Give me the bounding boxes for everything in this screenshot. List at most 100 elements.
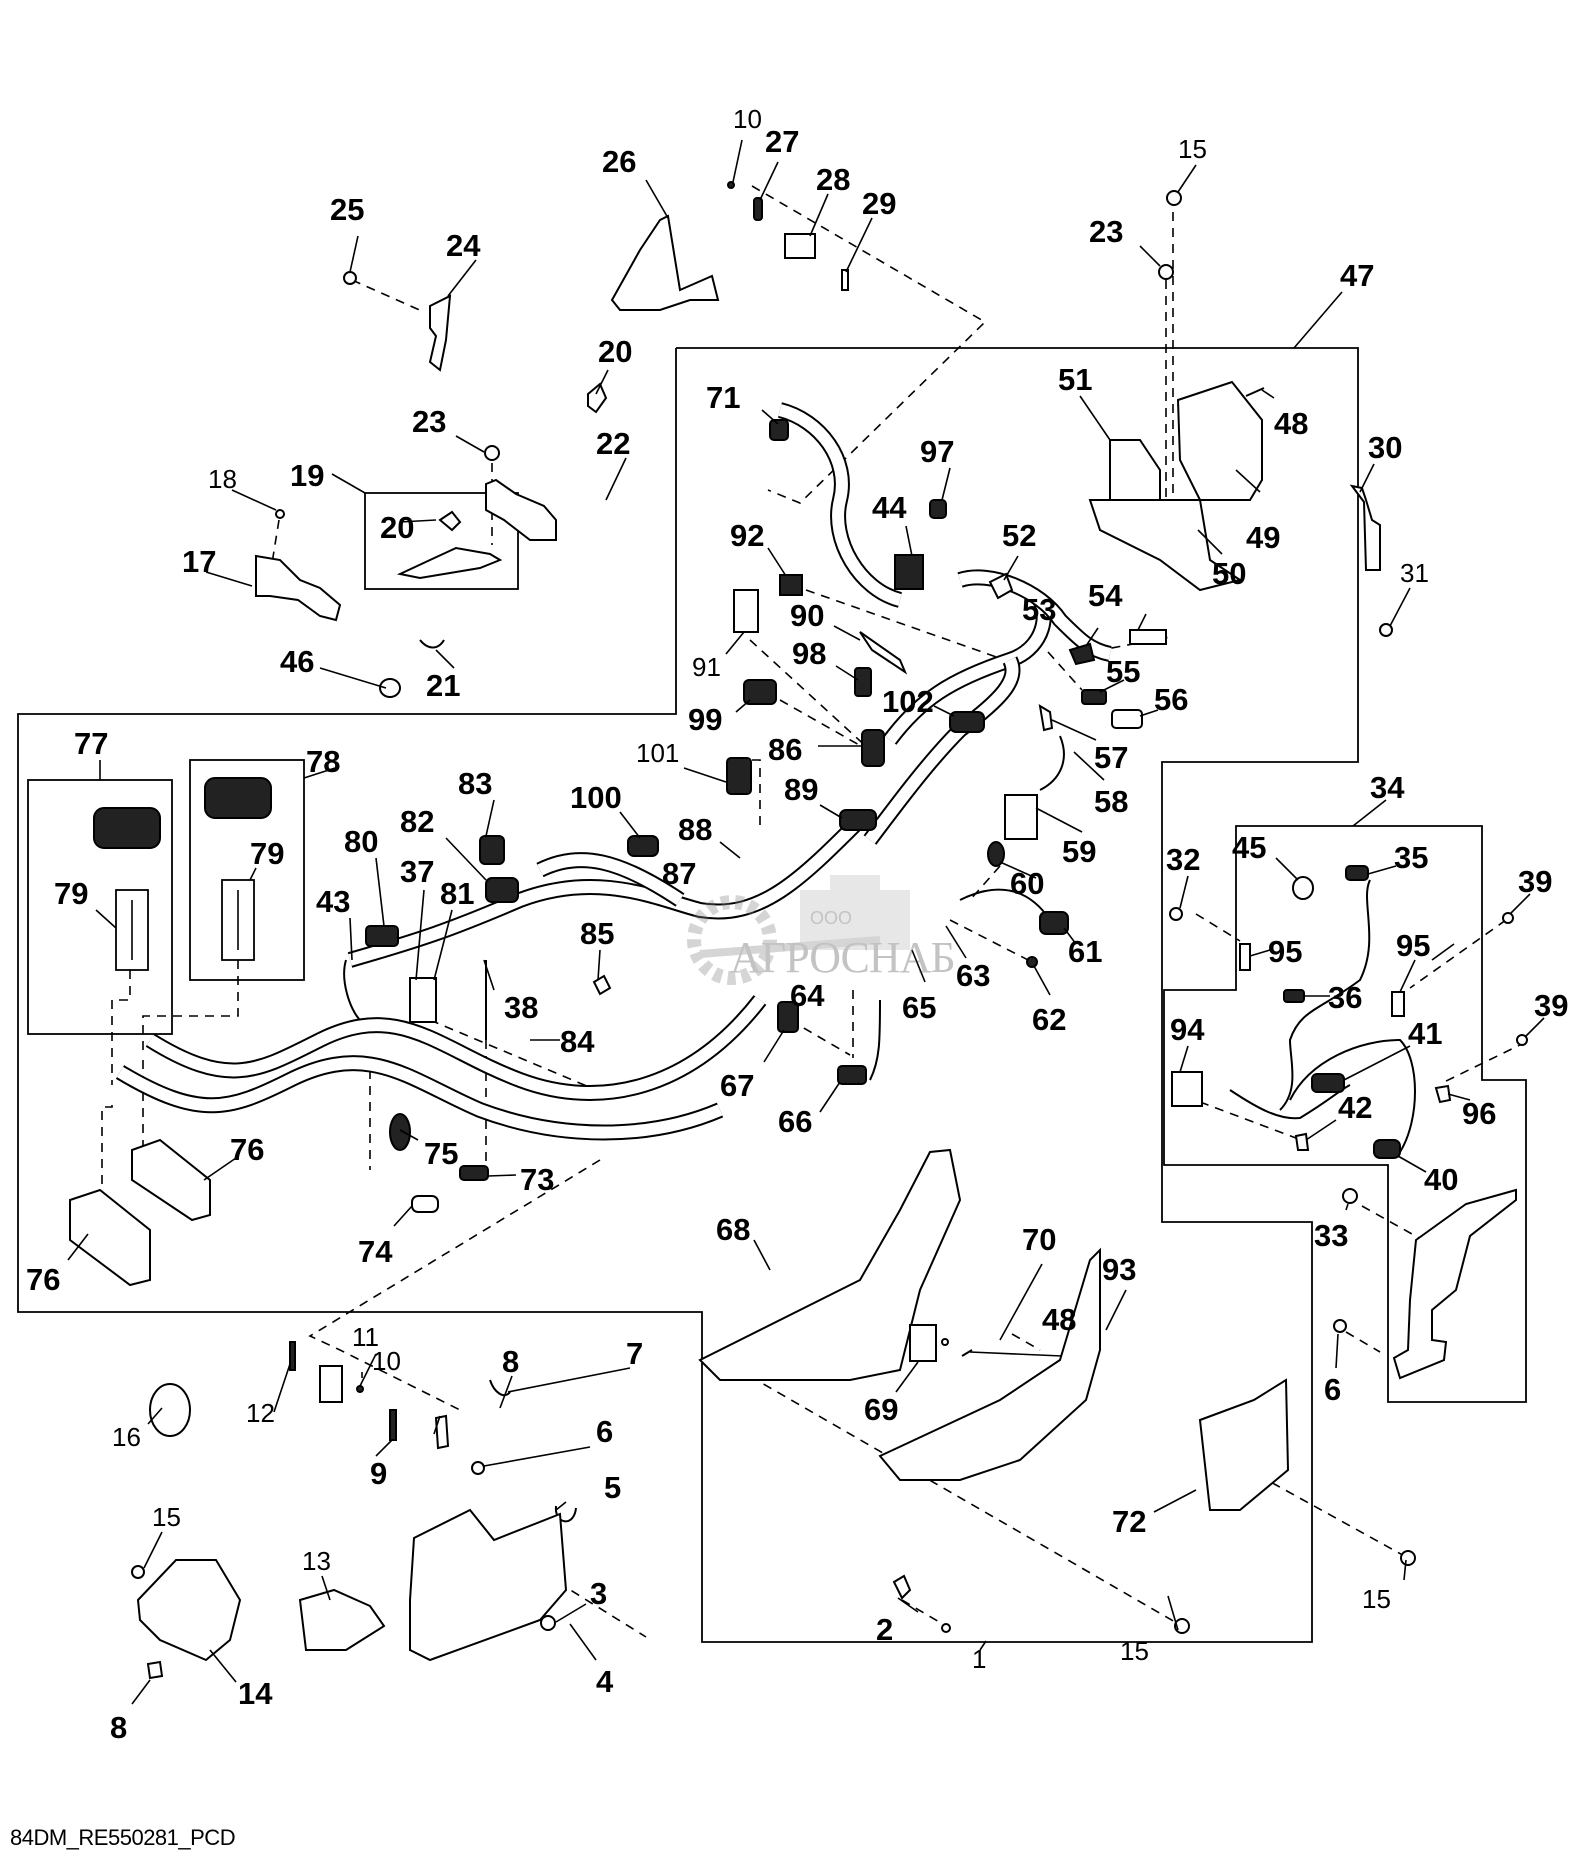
callout-86: 86 <box>768 732 802 767</box>
callout-8-lower: 8 <box>110 1710 127 1745</box>
watermark-logo: ООО АГРОСНАБ <box>680 870 956 990</box>
callout-97: 97 <box>920 434 954 469</box>
leader-line <box>767 547 787 577</box>
callout-34: 34 <box>1370 770 1405 805</box>
part-36-connector <box>1283 989 1305 1003</box>
leader-line <box>833 625 861 641</box>
callout-36: 36 <box>1328 980 1362 1015</box>
watermark-company-name: АГРОСНАБ <box>730 933 956 982</box>
callout-8-upper: 8 <box>502 1344 519 1379</box>
callout-83: 83 <box>458 766 492 801</box>
part-92-connector <box>779 574 803 596</box>
callout-91: 91 <box>692 652 721 682</box>
group-34-outline <box>1163 825 1527 1403</box>
callout-53: 53 <box>1022 592 1056 627</box>
leader-line <box>555 1603 587 1623</box>
callout-88: 88 <box>678 812 712 847</box>
part-54-connector <box>1129 629 1167 645</box>
callout-29: 29 <box>862 186 896 221</box>
leader-line <box>203 1157 237 1181</box>
callout-40: 40 <box>1424 1162 1458 1197</box>
leader-line <box>1105 1289 1127 1331</box>
leader-line <box>1197 529 1223 555</box>
leader-line <box>507 1367 631 1393</box>
callout-77: 77 <box>74 726 108 761</box>
leader-line <box>1177 164 1197 193</box>
callout-44: 44 <box>872 490 907 525</box>
leader-line <box>273 1363 291 1413</box>
callout-9: 9 <box>370 1456 387 1491</box>
leader-line <box>725 631 745 655</box>
leader-line <box>435 649 455 669</box>
part-35-connector <box>1345 865 1369 881</box>
part-9-lock <box>389 1409 397 1441</box>
part-24-bracket <box>428 294 452 372</box>
part-39-lower-screw <box>1516 1034 1528 1046</box>
callout-45: 45 <box>1232 830 1266 865</box>
callout-22: 22 <box>596 426 630 461</box>
leader-line <box>399 519 437 523</box>
part-13-connector-housing <box>298 1588 386 1651</box>
callout-57: 57 <box>1094 740 1128 775</box>
part-73-connector <box>459 1165 489 1181</box>
part-16-tie-strap <box>149 1383 191 1437</box>
callout-31: 31 <box>1400 558 1429 588</box>
watermark-prefix: ООО <box>810 908 853 928</box>
assembly-line-77 <box>111 970 131 1085</box>
group-78-box <box>189 759 305 981</box>
part-96-clip <box>1434 1084 1452 1104</box>
part-30-shield <box>1349 484 1381 571</box>
combine-harvester-icon <box>687 875 910 985</box>
part-70-pin <box>941 1338 949 1346</box>
callout-23-top: 23 <box>1089 214 1123 249</box>
leader-line <box>447 259 477 297</box>
callout-67: 67 <box>720 1068 754 1103</box>
callout-3: 3 <box>590 1576 607 1611</box>
leader-line <box>209 1649 237 1683</box>
part-59-connector <box>1004 794 1038 840</box>
callout-14: 14 <box>238 1676 273 1711</box>
part-95-left-clip <box>1239 943 1251 971</box>
callout-17: 17 <box>182 544 216 579</box>
leader-line <box>231 489 277 511</box>
callout-58: 58 <box>1094 784 1128 819</box>
leader-line <box>95 909 117 929</box>
callout-85: 85 <box>580 916 614 951</box>
part-21-clip <box>419 639 445 649</box>
leader-line <box>719 841 741 859</box>
callout-47: 47 <box>1340 258 1374 293</box>
part-72-plate <box>1198 1378 1290 1511</box>
callout-69: 69 <box>864 1392 898 1427</box>
leader-line <box>1079 395 1111 441</box>
callout-15-top: 15 <box>1178 134 1207 164</box>
callout-95-left: 95 <box>1268 934 1302 969</box>
part-26-bracket <box>610 214 720 311</box>
part-86-connector <box>861 729 885 767</box>
leader-line <box>1179 875 1189 909</box>
leader-line <box>1003 555 1019 581</box>
leader-line <box>595 369 609 395</box>
part-61-connector <box>1039 911 1069 935</box>
part-94-connector <box>1171 1071 1203 1107</box>
part-98-connector <box>854 667 872 697</box>
leader-line <box>1167 1595 1179 1631</box>
leader-line <box>1275 857 1299 881</box>
callout-6-left: 6 <box>596 1414 613 1449</box>
part-10-bottom-pin <box>356 1385 364 1393</box>
group-47-leader <box>1293 291 1343 349</box>
leader-line <box>1035 807 1083 833</box>
part-20-box-clip <box>438 510 462 532</box>
assembly-line-32-95 <box>1195 913 1241 942</box>
part-55-connector <box>1081 689 1107 705</box>
callout-15-bottom-left: 15 <box>152 1502 181 1532</box>
part-90-grommet <box>859 631 908 675</box>
callout-13: 13 <box>302 1546 331 1576</box>
part-68-frame <box>698 1148 962 1381</box>
assembly-line-10-29 <box>751 185 987 504</box>
part-95-right-clip <box>1391 991 1405 1017</box>
callout-72: 72 <box>1112 1504 1146 1539</box>
leader-line <box>1139 245 1161 267</box>
part-75-connector <box>389 1113 411 1151</box>
part-right-bracket <box>1392 1188 1517 1380</box>
